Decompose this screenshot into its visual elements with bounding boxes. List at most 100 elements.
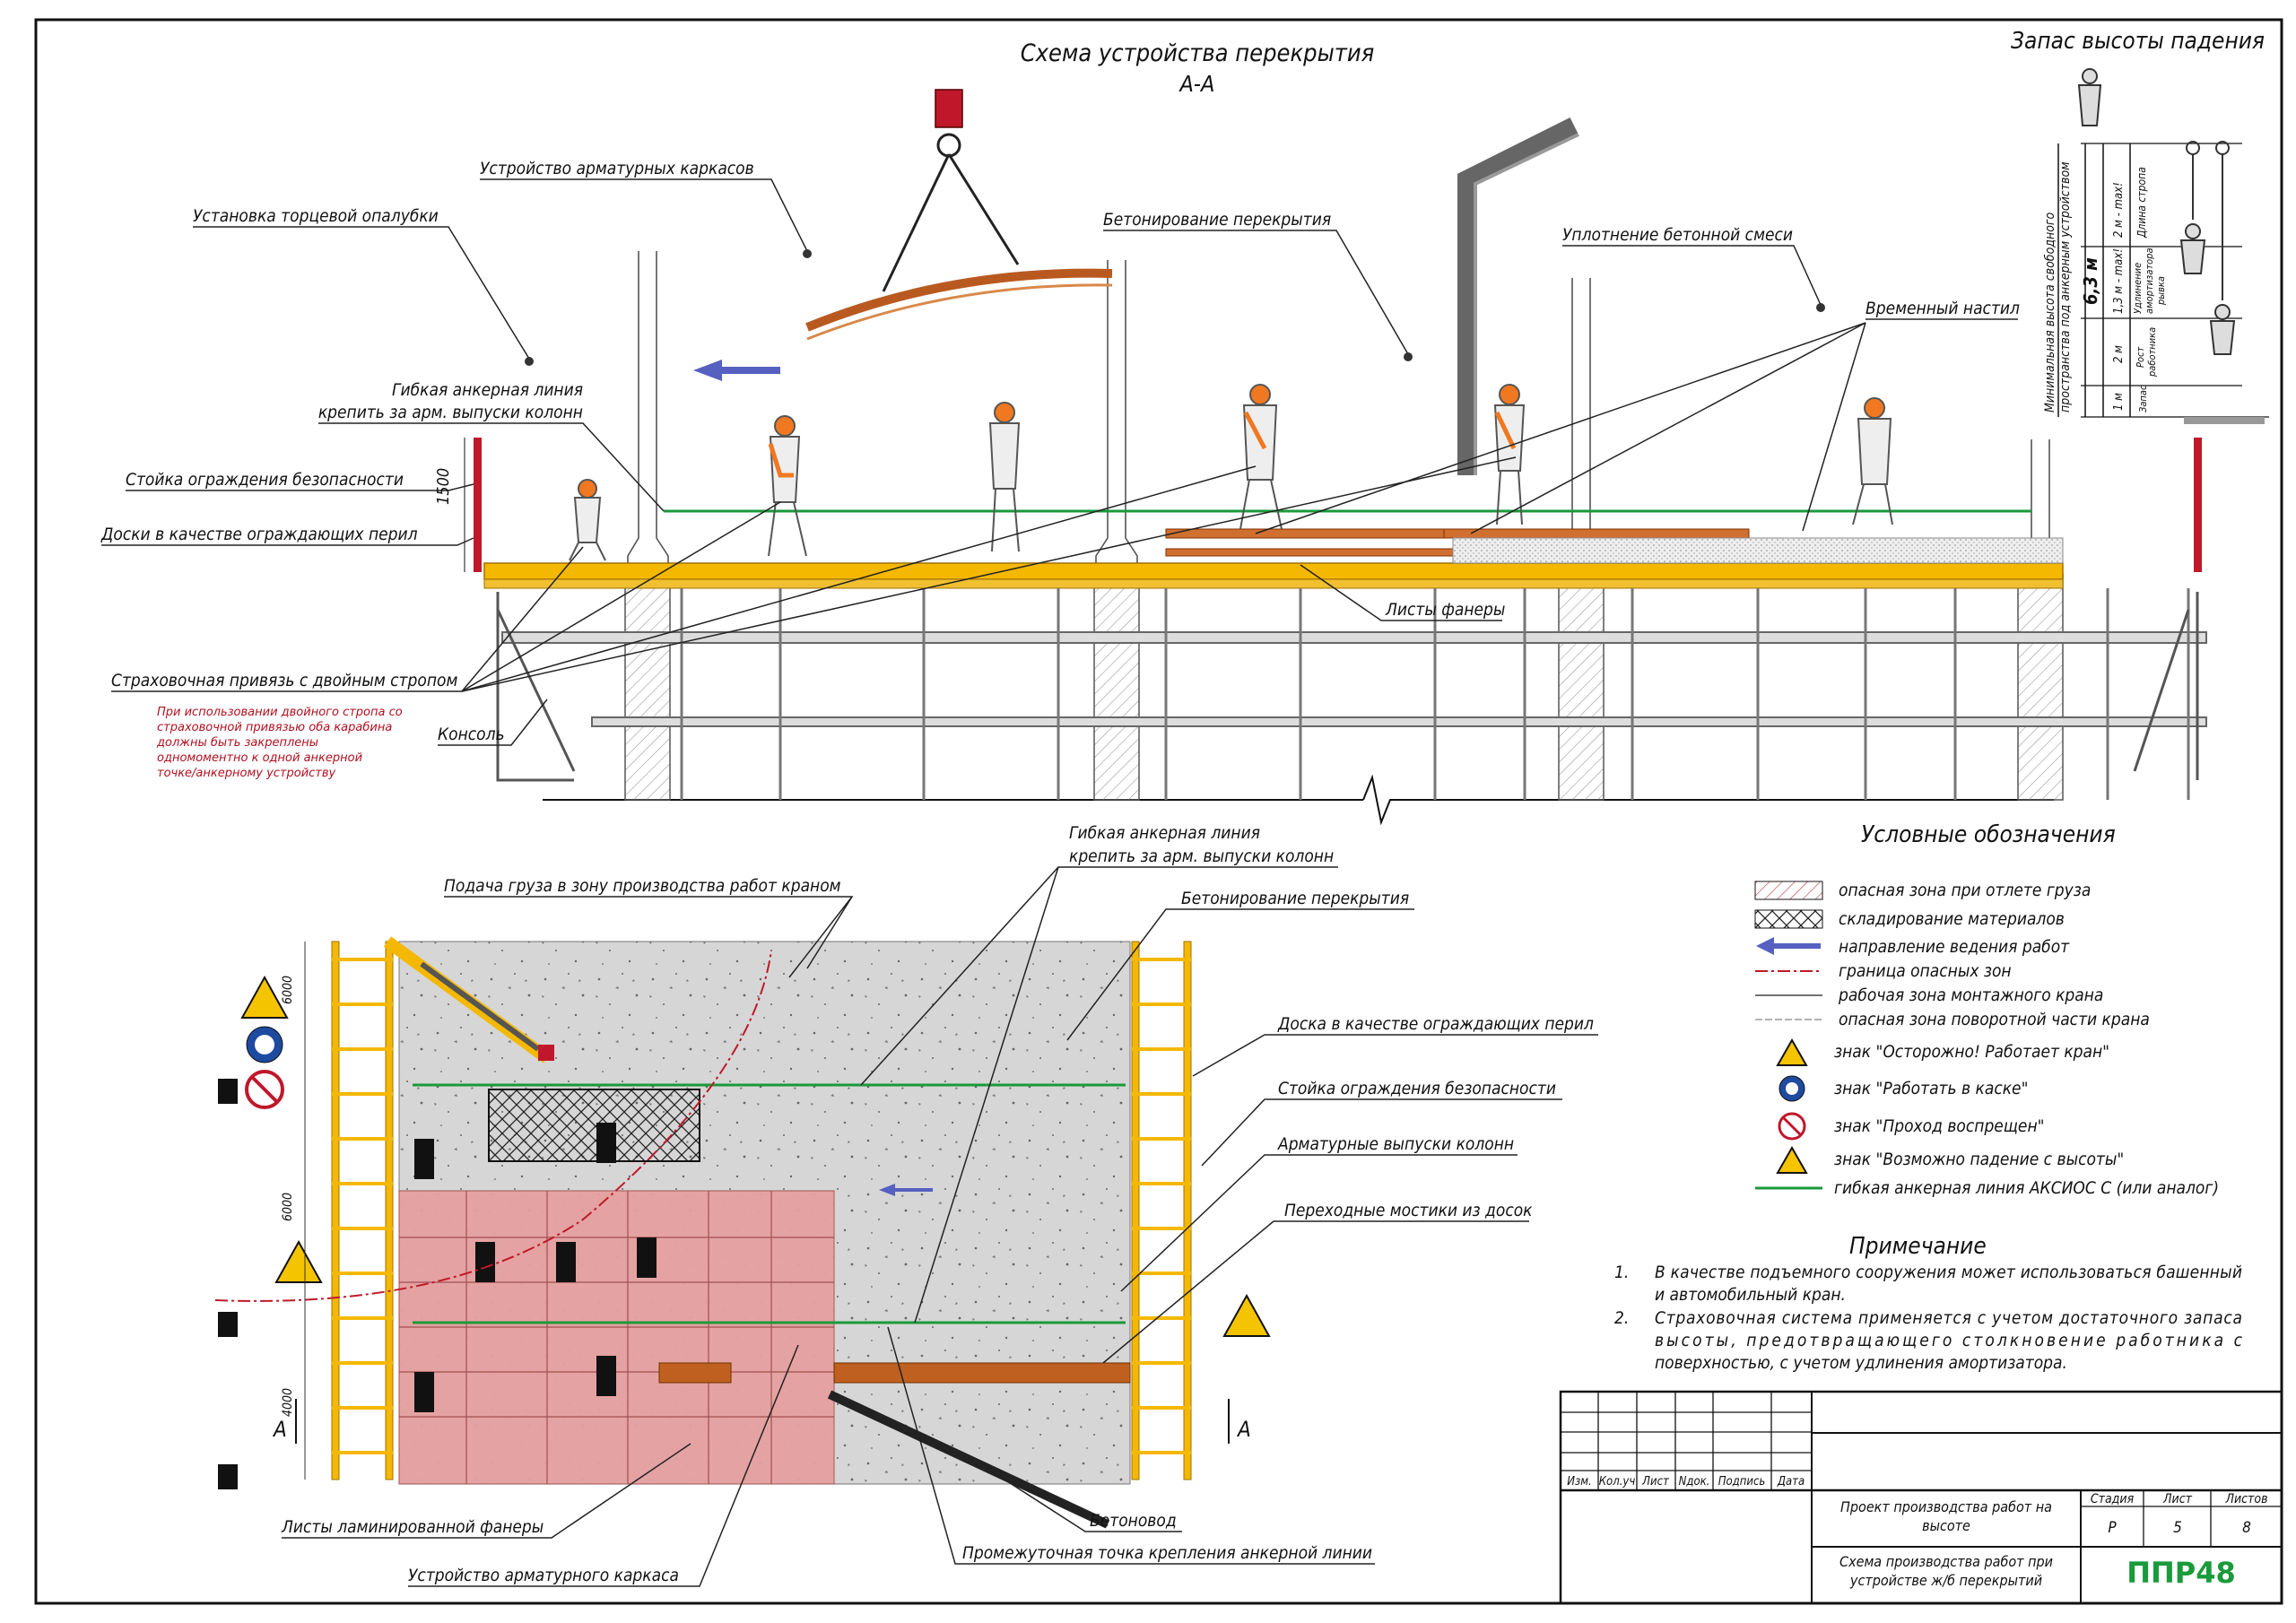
stamp-sheets: 8 xyxy=(2242,1519,2251,1537)
stamp-stage: Р xyxy=(2108,1519,2117,1537)
section-structure xyxy=(464,89,2207,826)
stamp-col-list: Лист xyxy=(1641,1475,1670,1488)
notes-title: Примечание xyxy=(1849,1233,1987,1260)
plan-view: А А 6000 6000 4000 xyxy=(214,936,1271,1529)
legend-item-direction: направление ведения работ xyxy=(1839,937,2070,957)
fall-vertical-1: Минимальная высота свободного xyxy=(2043,212,2057,412)
svg-text:страховочной привязью оба кара: страховочной привязью оба карабина xyxy=(157,721,392,734)
stamp-sheet: 5 xyxy=(2173,1519,2182,1537)
fall-title: Запас высоты падения xyxy=(2011,28,2265,55)
section-title: Схема устройства перекрытия xyxy=(1021,39,1375,67)
label-end-formwork: Установка торцевой опалубки xyxy=(193,206,439,226)
plan-labels: Подача груза в зону производства работ к… xyxy=(281,823,1598,1587)
red-harness-note: При использовании двойного стропа со стр… xyxy=(156,706,403,780)
label-plan-guard-post: Стойка ограждения безопасности xyxy=(1278,1079,1556,1098)
label-console: Консоль xyxy=(438,725,505,744)
label-rebar-cage: Устройство арматурных каркасов xyxy=(480,159,754,178)
plan-dim-6000a: 6000 xyxy=(281,976,295,1004)
plan-dim-4000: 4000 xyxy=(281,1388,295,1417)
fall-d1: 2 м - max! xyxy=(2112,182,2126,238)
legend-item-sign-fall: знак "Возможно падение с высоты" xyxy=(1834,1150,2124,1169)
note-2-line-a: Страховочная система применяется с учето… xyxy=(1655,1308,2242,1328)
fall-d4: 1 м xyxy=(2112,393,2126,411)
stamp-col-ndok: Nдок. xyxy=(1679,1475,1710,1488)
stamp-col-izm: Изм. xyxy=(1567,1475,1592,1488)
label-plywood: Листы фанеры xyxy=(1385,600,1505,620)
fall-c1: Длина стропа xyxy=(2135,167,2148,239)
note-2-line-c: поверхностью, с учетом удлинения амортиз… xyxy=(1655,1353,2067,1373)
label-plan-anchor-1: Гибкая анкерная линия xyxy=(1069,823,1260,843)
label-plan-guard-board: Доска в качестве ограждающих перил xyxy=(1277,1014,1594,1034)
plan-dim-6000b: 6000 xyxy=(281,1193,295,1221)
label-crane-feed: Подача груза в зону производства работ к… xyxy=(444,876,841,896)
label-plan-intermediate-point: Промежуточная точка крепления анкерной л… xyxy=(962,1543,1372,1563)
worker-figures xyxy=(569,384,1893,561)
label-plan-laminated-plywood: Листы ламинированной фанеры xyxy=(281,1517,544,1537)
stamp-sheet-1: Схема производства работ при xyxy=(1839,1553,2053,1570)
section-subtitle: А-А xyxy=(1178,71,1215,97)
fall-height-panel: Запас высоты падения Минимальная высота … xyxy=(2011,28,2269,424)
legend-item-storage: складирование материалов xyxy=(1839,909,2065,929)
stamp-col-kol: Кол.уч xyxy=(1599,1475,1636,1488)
legend-item-swing-zone: опасная зона поворотной части крана xyxy=(1839,1010,2150,1029)
section-labels: Устройство арматурных каркасов Установка… xyxy=(100,159,2020,780)
label-plan-rebar-frame: Устройство арматурного каркаса xyxy=(408,1566,679,1585)
svg-text:При использовании двойного стр: При использовании двойного стропа со xyxy=(157,706,403,719)
label-anchor-line-1: Гибкая анкерная линия xyxy=(392,380,583,400)
stamp-col-sign: Подпись xyxy=(1718,1475,1766,1488)
stamp-project-1: Проект производства работ на xyxy=(1840,1498,2052,1515)
stamp-h-sheets: Листов xyxy=(2224,1492,2267,1506)
label-temp-deck: Временный настил xyxy=(1866,299,2020,318)
stamp-logo: ППР48 xyxy=(2126,1556,2236,1590)
legend-item-crane-zone: рабочая зона монтажного крана xyxy=(1838,985,2103,1005)
label-plan-anchor-2: крепить за арм. выпуски колонн xyxy=(1069,846,1334,866)
svg-text:одномоментно к одной анкерной: одномоментно к одной анкерной xyxy=(157,751,362,765)
label-plan-bridges: Переходные мостики из досок xyxy=(1284,1201,1533,1220)
stamp-sheet-2: устройстве ж/б перекрытий xyxy=(1849,1572,2042,1589)
stamp-h-sheet: Лист xyxy=(2162,1492,2193,1506)
fall-d3: 2 м xyxy=(2112,345,2126,363)
label-guard-post: Стойка ограждения безопасности xyxy=(126,470,404,490)
notes: Примечание 1. В качестве подъемного соор… xyxy=(1614,1233,2243,1373)
note-1-line-b: и автомобильный кран. xyxy=(1655,1285,1846,1305)
label-plan-concrete-pipe: Бетоновод xyxy=(1090,1511,1177,1531)
title-block: Изм. Кол.уч Лист Nдок. Подпись Дата Прое… xyxy=(1559,1390,2283,1605)
fall-c2a: Удлинение xyxy=(2132,263,2144,314)
legend-item-anchor-line: гибкая анкерная линия АКСИОС С (или анал… xyxy=(1834,1178,2219,1198)
label-plan-concreting: Бетонирование перекрытия xyxy=(1181,889,1409,908)
fall-c2b: амортизатора xyxy=(2144,247,2155,314)
fall-c3b: работника xyxy=(2146,327,2158,378)
note-1-num: 1. xyxy=(1614,1263,1629,1282)
fall-height: 6,3 м xyxy=(2080,257,2101,305)
label-anchor-line-2: крепить за арм. выпуски колонн xyxy=(318,403,583,422)
fall-c3a: Рост xyxy=(2135,347,2146,368)
note-2-num: 2. xyxy=(1614,1308,1629,1328)
label-harness: Страховочная привязь с двойным стропом xyxy=(111,671,457,690)
label-plan-column-rebar: Арматурные выпуски колонн xyxy=(1277,1134,1514,1154)
svg-text:должны быть закреплены: должны быть закреплены xyxy=(156,736,318,750)
fall-vertical-2: пространства под анкерным устройством xyxy=(2058,161,2073,412)
legend-item-danger-boundary: граница опасных зон xyxy=(1839,961,2012,981)
note-1-line-a: В качестве подъемного сооружения может и… xyxy=(1655,1263,2242,1282)
legend: Условные обозначения опасная зона при от… xyxy=(1754,821,2219,1198)
stamp-project-2: высоте xyxy=(1922,1517,1970,1534)
label-guard-boards: Доски в качестве ограждающих перил xyxy=(100,525,418,544)
label-concreting: Бетонирование перекрытия xyxy=(1103,210,1331,230)
legend-item-sign-helmet: знак "Работать в каске" xyxy=(1834,1079,2028,1098)
plan-section-mark-left: А xyxy=(272,1417,287,1442)
svg-text:точке/анкерному устройству: точке/анкерному устройству xyxy=(157,767,336,780)
note-2-line-b: высоты, предотвращающего столкновение ра… xyxy=(1655,1331,2243,1350)
legend-item-danger-zone: опасная зона при отлете груза xyxy=(1839,881,2091,900)
stamp-col-date: Дата xyxy=(1777,1475,1805,1488)
fall-c4: Запас xyxy=(2137,385,2149,412)
stamp-h-stage: Стадия xyxy=(2091,1492,2135,1506)
legend-item-sign-no-pass: знак "Проход воспрещен" xyxy=(1834,1116,2045,1136)
label-compaction: Уплотнение бетонной смеси xyxy=(1562,225,1793,245)
fall-d2: 1,3 м - max! xyxy=(2112,248,2126,314)
fall-c2c: рывка xyxy=(2155,276,2167,306)
legend-title: Условные обозначения xyxy=(1861,821,2116,848)
plan-section-mark-right: А xyxy=(1236,1417,1251,1442)
label-dim-1500: 1500 xyxy=(434,468,453,505)
